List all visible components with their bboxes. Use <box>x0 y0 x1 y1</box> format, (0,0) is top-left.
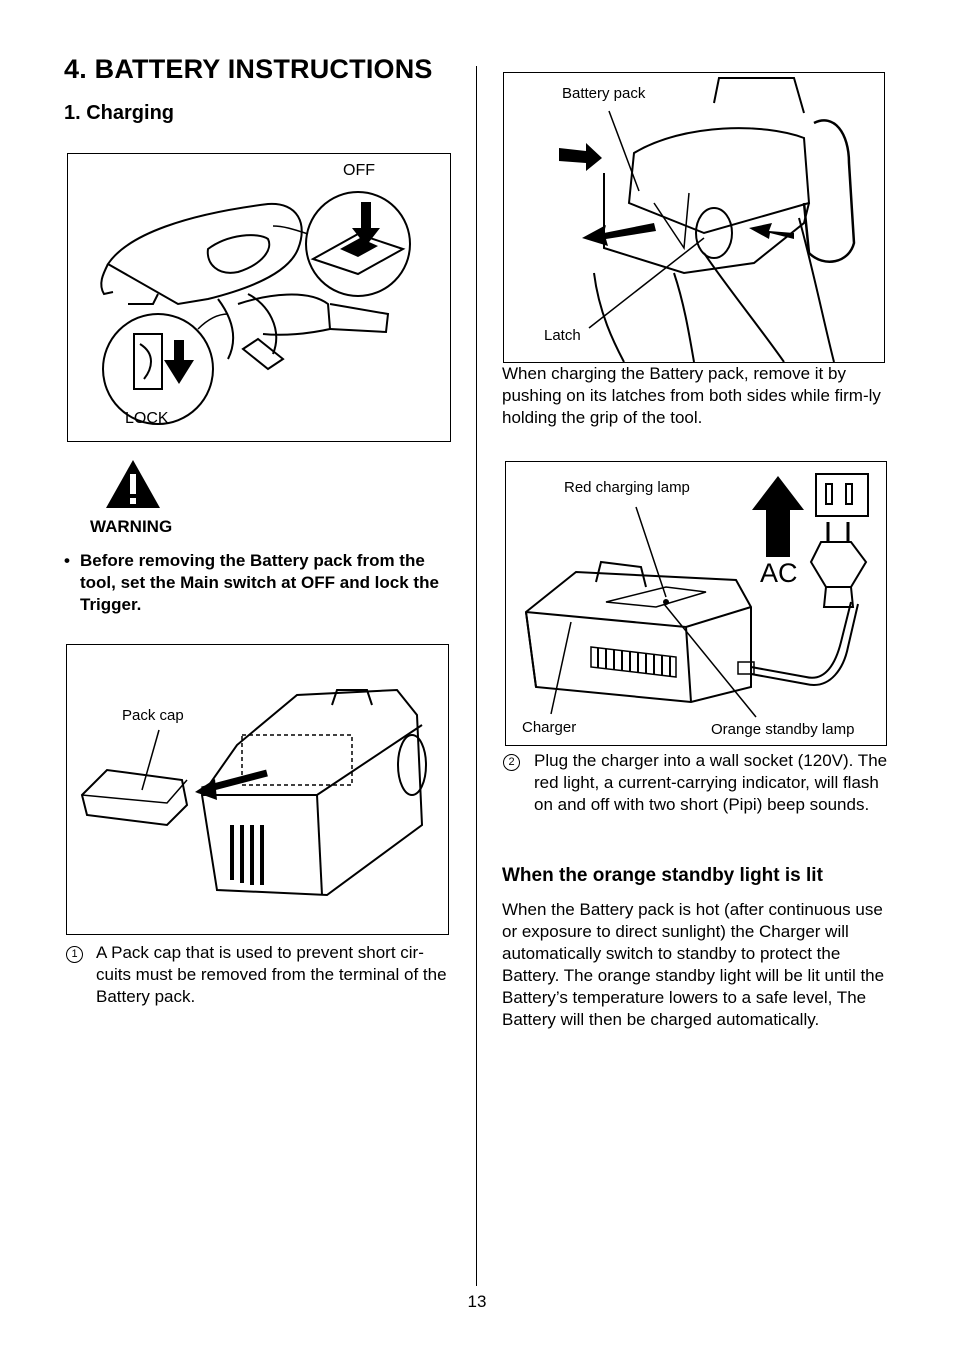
label-battery-pack: Battery pack <box>562 85 646 102</box>
figure-remove-battery: Battery pack Latch <box>503 72 885 363</box>
tool-switch-illustration <box>100 191 411 425</box>
label-off: OFF <box>343 162 375 179</box>
figure-charger: Red charging lamp Charger Orange standby… <box>505 461 887 746</box>
figure-switch-lock: OFF LOCK <box>67 153 451 442</box>
warning-icon <box>104 458 162 510</box>
warning-bullet: • Before removing the Battery pack from … <box>64 550 454 616</box>
warning-text: Before removing the Battery pack from th… <box>80 551 439 614</box>
section-title: 4. BATTERY INSTRUCTIONS <box>64 54 433 84</box>
note-2-marker: 2 <box>503 752 520 771</box>
standby-heading: When the orange standby light is lit <box>502 865 823 886</box>
note-1-text: A Pack cap that is used to prevent short… <box>96 943 447 1006</box>
label-lock: LOCK <box>125 410 169 427</box>
figure-pack-cap: Pack cap <box>66 644 449 935</box>
note-2-text: Plug the charger into a wall socket (120… <box>534 751 888 814</box>
warning-label: WARNING <box>90 517 173 536</box>
note-1-marker: 1 <box>66 944 83 963</box>
battery-pack-illustration <box>80 688 427 897</box>
remove-instructions: When charging the Battery pack, remove i… <box>502 364 881 427</box>
label-red-charging-lamp: Red charging lamp <box>564 479 690 496</box>
label-charger: Charger <box>522 719 577 736</box>
charger-illustration <box>524 473 869 718</box>
bullet-dot: • <box>64 551 70 570</box>
remove-battery-illustration <box>559 77 856 362</box>
label-ac: AC <box>760 558 798 588</box>
standby-text: When the Battery pack is hot (after cont… <box>502 900 885 1029</box>
subsection-title: 1. Charging <box>64 102 175 124</box>
page-number: 13 <box>467 1292 487 1311</box>
column-divider <box>476 66 477 1286</box>
label-latch: Latch <box>544 327 581 344</box>
label-pack-cap: Pack cap <box>122 707 184 724</box>
label-orange-standby-lamp: Orange standby lamp <box>711 721 855 738</box>
